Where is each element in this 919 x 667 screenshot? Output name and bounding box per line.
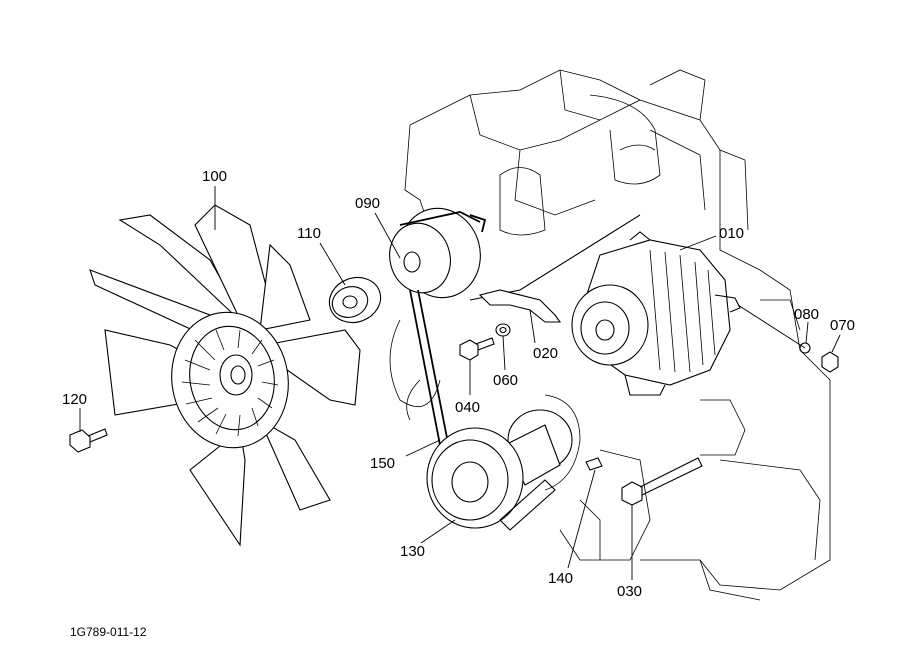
nut-070	[821, 351, 839, 373]
label-100: 100	[202, 168, 227, 185]
label-080: 080	[794, 306, 819, 323]
spacer-110	[328, 276, 382, 324]
alternator-010	[571, 231, 741, 396]
label-120: 120	[62, 391, 87, 408]
fan-drive-pulley-090	[389, 207, 487, 299]
label-010: 010	[719, 225, 744, 242]
label-150: 150	[370, 455, 395, 472]
label-110: 110	[297, 225, 321, 242]
fan-100	[89, 204, 361, 547]
label-040: 040	[455, 399, 480, 416]
crankshaft-pulley-130	[426, 409, 573, 531]
label-060: 060	[493, 372, 518, 389]
label-070: 070	[830, 317, 855, 334]
label-090: 090	[355, 195, 380, 212]
bracket-020	[478, 289, 562, 323]
label-030: 030	[617, 583, 642, 600]
diagram-code: 1G789-011-12	[70, 625, 147, 639]
key-140	[585, 457, 603, 471]
label-140: 140	[548, 570, 573, 587]
leader-lines	[79, 186, 841, 580]
bolt-030	[621, 457, 703, 506]
label-020: 020	[533, 345, 558, 362]
bolt-040	[459, 337, 495, 361]
label-130: 130	[400, 543, 425, 560]
bolt-120	[69, 428, 108, 453]
washer-060	[495, 323, 511, 337]
